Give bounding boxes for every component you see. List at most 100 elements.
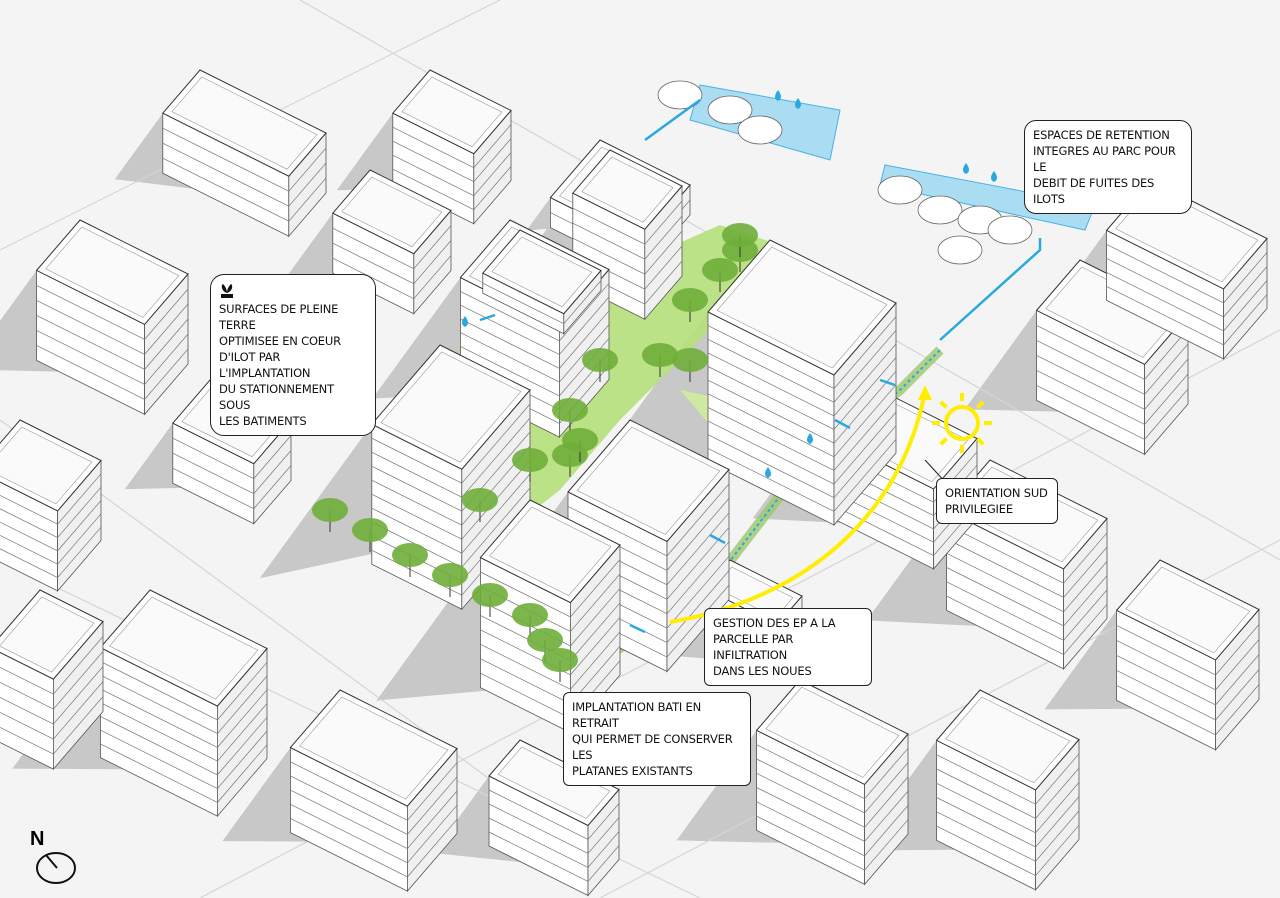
floor-line [1116,624,1260,676]
floor-line [572,230,683,275]
floor-line [36,330,189,385]
tree [527,628,563,652]
sun-icon [932,393,992,453]
floor-line [0,526,102,579]
floor-line [1036,385,1189,440]
floor-line [36,315,189,370]
floor-line [1036,370,1189,425]
roof-parapet [765,686,900,778]
floor-line [946,524,1108,584]
floor-line [707,343,897,417]
roof-parapet [576,426,721,535]
floor-line [946,567,1108,627]
tree [352,518,388,542]
floor-line [460,296,610,356]
floor-line [0,666,104,725]
water-drop-icon [963,163,969,174]
floor-line [172,435,292,480]
roof-parapet [171,76,318,170]
tree-outline [877,175,923,205]
floor-line [172,450,292,495]
floor-line [162,142,327,207]
floor-line [100,743,268,803]
floor-line [332,225,452,270]
floor-line [567,483,730,557]
floor-line [707,384,897,458]
tree [562,428,598,452]
water-drop-icon [462,316,468,327]
floor-line [1106,244,1268,304]
floor-line [707,357,897,430]
floor-line [1116,639,1260,691]
floor-line [488,789,620,840]
water-drop-icon [795,98,801,109]
water-drop-icon [765,467,771,478]
floor-line [0,500,102,552]
floor-line [1036,355,1189,410]
floor-line [756,744,909,800]
floor-line [460,324,610,383]
tree [432,563,468,587]
roof-parapet [489,506,612,596]
floor-line [946,595,1108,656]
tree-outline [707,95,753,125]
floor-line [371,403,531,484]
floor-line [371,473,531,554]
floor-line [1116,654,1260,706]
floor-line [172,465,292,510]
trees [312,80,1033,682]
floor-line [1036,340,1189,395]
water-drop-icon [991,171,997,182]
floor-line [946,552,1108,613]
floor-line [480,631,621,690]
floor-line [290,789,458,850]
tree-outline [917,195,963,225]
floor-line [36,285,189,340]
floor-line [332,255,452,300]
floor-line [480,616,621,676]
tree-outline [737,115,783,145]
tree [672,288,708,312]
floor-line [36,345,189,400]
floor-line [460,283,610,342]
floor-line [946,581,1108,641]
floor-line [0,473,102,525]
roof-parapet [380,351,522,463]
floor-line [371,417,531,498]
floor-line [100,716,268,776]
tree [392,543,428,567]
floor-line [936,796,1080,848]
floor-line [707,411,897,485]
floor-line [488,817,620,868]
plant-icon [219,281,235,299]
tree-outline [987,215,1033,245]
floor-line [488,831,620,882]
floor-line [392,138,512,183]
tree [462,488,498,512]
floor-line [707,398,897,471]
floor-line [0,513,102,565]
floor-line [290,803,458,864]
floor-line [100,661,268,721]
floor-line [936,767,1080,819]
roof-parapet [109,596,259,700]
tree [512,603,548,627]
floor-line [756,801,909,857]
roof-parapet [0,426,93,505]
roof-parapet [341,176,443,248]
floor-line [1106,258,1268,318]
floor-line [1036,325,1189,380]
floor-line [756,787,909,842]
floor-line [482,280,602,325]
tree [542,648,578,672]
floor-line [936,753,1080,805]
floor-line [1116,669,1260,721]
floor-line [162,127,327,192]
floor-line [290,775,458,835]
floor-line [756,758,909,814]
floor-line [100,688,268,748]
tree-outline [657,80,703,110]
floor-line [707,316,897,390]
floor-line [707,439,897,512]
floor-line [371,459,531,540]
